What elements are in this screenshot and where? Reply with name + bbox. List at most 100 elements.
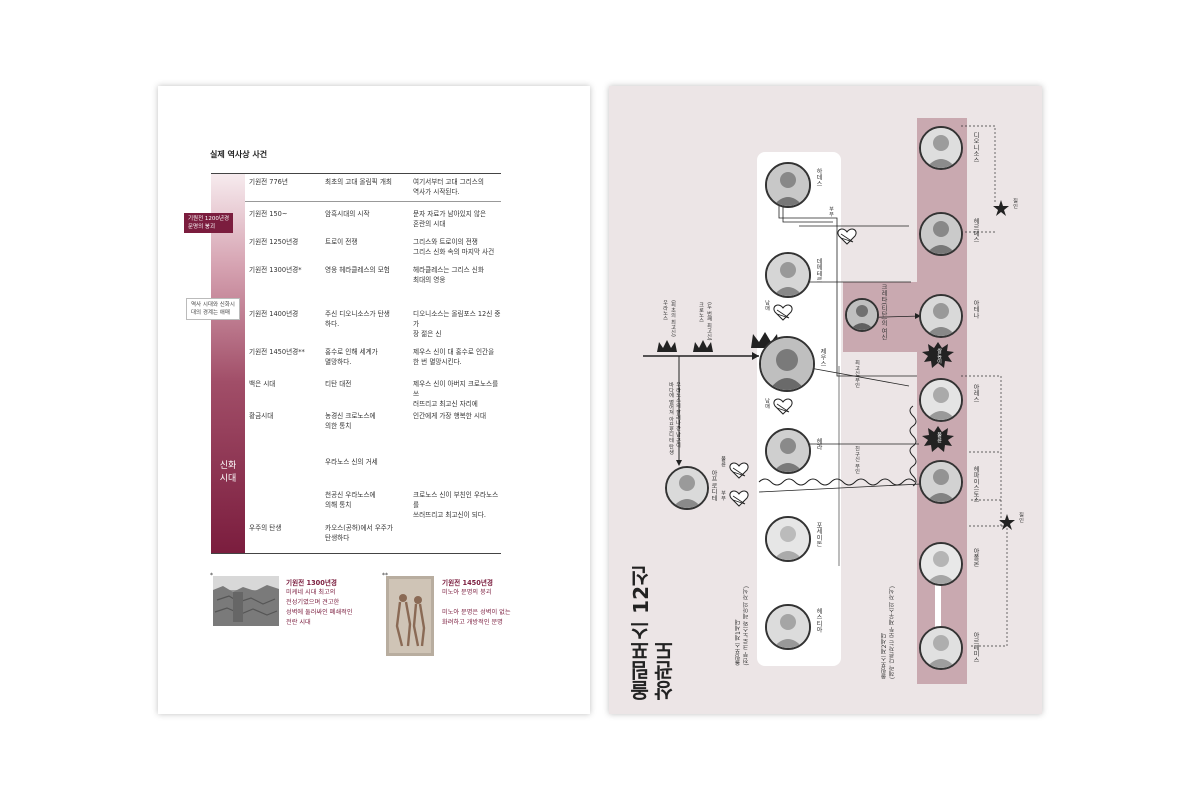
- hephaestus-label: 헤파이스토스: [972, 466, 979, 504]
- row-note: 디오니소스는 올림포스 12신 중 가 장 젊은 신: [413, 310, 501, 338]
- zeus-label: 제우스: [819, 348, 826, 367]
- row-event: 영웅 헤라클레스의 모험: [325, 266, 390, 274]
- row-date: 백은 시대: [249, 380, 276, 388]
- hestia-portrait: [765, 604, 811, 650]
- mythic-era-label: 신화 시대: [219, 461, 237, 484]
- twins-label: 쌍둥이: [936, 348, 942, 364]
- first-generation-label: 올림포스 제1세대 (전부 크로노스와 레아의 자식): [736, 586, 750, 666]
- row-event: 우라노스 신의 거세: [325, 458, 378, 466]
- heart-icon: [729, 462, 749, 479]
- mycenae-wall-photo: [213, 576, 279, 626]
- row-note: 크로노스 신이 부친인 우라노스를 쓰러뜨리고 최고신이 되다.: [413, 491, 499, 519]
- crown-icon: [693, 340, 713, 352]
- hades-portrait: [765, 162, 811, 208]
- mythic-era-band: [211, 173, 245, 553]
- ares-label: 아레스: [972, 384, 979, 403]
- table-top-rule: [211, 173, 501, 174]
- timeline-table: 신화 시대 기원전 776년 최초의 고대 올림픽 개최 여기서부터 고대 그리…: [211, 173, 501, 554]
- sibling-label: 남매: [764, 300, 770, 311]
- row-event: 홍수로 인해 세계가 멸망하다.: [325, 348, 378, 366]
- ares-portrait: [919, 378, 963, 422]
- star-icon: [993, 200, 1009, 216]
- row-date: 우주의 탄생: [249, 524, 282, 532]
- second-generation-label: 올림포스 제2세대 (헤라 다른자는 모두 제우스의 자식): [882, 586, 896, 680]
- artemis-portrait: [919, 626, 963, 670]
- sibling-label: 남매: [764, 398, 770, 409]
- wife-label: 친구신 부인: [854, 446, 860, 474]
- poseidon-portrait: [765, 516, 811, 562]
- footnote-mark: *: [210, 572, 213, 579]
- aphrodite-label: 아프로디테: [710, 470, 717, 501]
- row-note: 문자 자료가 남아있지 않은 혼란의 시대: [413, 210, 487, 228]
- apollo-portrait: [919, 542, 963, 586]
- footnote-title: 기원전 1300년경: [286, 579, 337, 587]
- diagram-title: 올림포스 12신 상관도: [629, 566, 677, 701]
- heart-icon: [773, 398, 793, 415]
- row-event: 티탄 대전: [325, 380, 352, 388]
- hades-label: 하데스: [815, 168, 822, 187]
- row-date: 기원전 150~: [249, 210, 288, 218]
- row-note: 그리스와 트로이의 전쟁 그리스 신화 속의 마지막 사건: [413, 238, 495, 256]
- hera-label: 헤라: [815, 438, 822, 451]
- crete-goddess-label: 크레타(티탄)의 여신: [880, 284, 887, 341]
- table-divider: [245, 201, 501, 202]
- row-event: 천공신 우라노스에 의해 통치: [325, 491, 376, 509]
- heart-icon: [729, 490, 749, 507]
- row-event: 주신 디오니소스가 탄생 하다.: [325, 310, 390, 328]
- hermes-portrait: [919, 212, 963, 256]
- zeus-portrait: [759, 336, 815, 392]
- left-page: 실제 역사상 사건 신화 시대 기원전 776년 최초의 고대 올림픽 개최 여…: [158, 86, 590, 714]
- row-event: 농경신 크로노스에 의한 통치: [325, 412, 376, 430]
- footnote-mark: **: [382, 572, 388, 579]
- fresco-image: [386, 576, 434, 656]
- athena-label: 아테나: [972, 300, 979, 319]
- dionysus-portrait: [919, 126, 963, 170]
- crete-goddess-portrait: [845, 298, 879, 332]
- row-note: 여기서부터 고대 그리스의 역사가 시작된다.: [413, 178, 484, 196]
- row-note: 인간에게 가장 행복한 시대: [413, 412, 487, 420]
- cronus-label: 크로노스: [698, 302, 704, 323]
- wife-label: 최고신 부인: [854, 360, 860, 388]
- twins-badge: [922, 342, 954, 368]
- hera-portrait: [765, 428, 811, 474]
- lover-badge: [922, 426, 954, 452]
- spouse-label: 부부: [720, 490, 726, 501]
- table-bottom-rule: [211, 553, 501, 554]
- row-date: 황금시대: [249, 412, 274, 420]
- callout-era-boundary: 역사 시대와 신화시 대의 경계는 애매: [186, 298, 240, 320]
- hermes-label: 헤르메스: [972, 218, 979, 243]
- row-date: 기원전 1250년경: [249, 238, 299, 246]
- demeter-label: 데메테르: [815, 258, 822, 283]
- heart-icon: [773, 304, 793, 321]
- row-event: 암흑시대의 시작: [325, 210, 370, 218]
- spouse-label: 부부: [828, 206, 834, 217]
- row-date: 기원전 1450년경**: [249, 348, 305, 356]
- star-icon: [999, 514, 1015, 530]
- first-generation-panel: [757, 152, 841, 666]
- dionysus-label: 디오니소스: [972, 132, 979, 163]
- page-title: 실제 역사상 사건: [210, 150, 268, 159]
- apollo-label: 아폴론: [972, 548, 979, 567]
- row-event: 최초의 고대 올림픽 개최: [325, 178, 392, 186]
- row-note: 제우스 신이 아버지 크로노스를 쓰 러뜨리고 최고신 자리에: [413, 380, 499, 408]
- lover-label: 불륜: [720, 456, 726, 467]
- row-date: 기원전 1300년경*: [249, 266, 302, 274]
- footnote-text: 미케네 시대 최고의 전성기였으며 견고한 성벽에 둘러싸인 폐쇄적인 전란 시…: [286, 589, 353, 626]
- stone-wall-image: [213, 576, 279, 626]
- artemis-label: 아르테미스: [972, 632, 979, 663]
- cronus-note: (두 번째 최고신): [706, 302, 712, 341]
- crown-icon: [657, 340, 677, 352]
- footnote-text: 미노아 문명의 붕괴 미노아 문명은 성벽이 없는 화려하고 개방적인 문명: [442, 589, 511, 626]
- uranus-note: (최초의 최고신): [670, 300, 676, 337]
- row-event: 카오스(공허)에서 우주가 탄생하다: [325, 524, 393, 542]
- minoan-fresco-photo: [386, 576, 434, 656]
- row-note: 제우스 신이 대 홍수로 인간을 한 번 멸망시킨다.: [413, 348, 495, 366]
- uranus-label: 우라노스: [662, 300, 668, 321]
- row-event: 트로이 전쟁: [325, 238, 358, 246]
- aphrodite-portrait: [665, 466, 709, 510]
- aphrodite-origin-note: 우라노스의 잘려나간 남근이 바다에 떨어져 아프로디테 탄생: [668, 382, 681, 455]
- callout-civilization-collapse: 기원전 1200년경 문명의 붕괴: [184, 213, 234, 233]
- lover-label: 불륜: [936, 432, 942, 443]
- hephaestus-portrait: [919, 460, 963, 504]
- footnote-title: 기원전 1450년경: [442, 579, 493, 587]
